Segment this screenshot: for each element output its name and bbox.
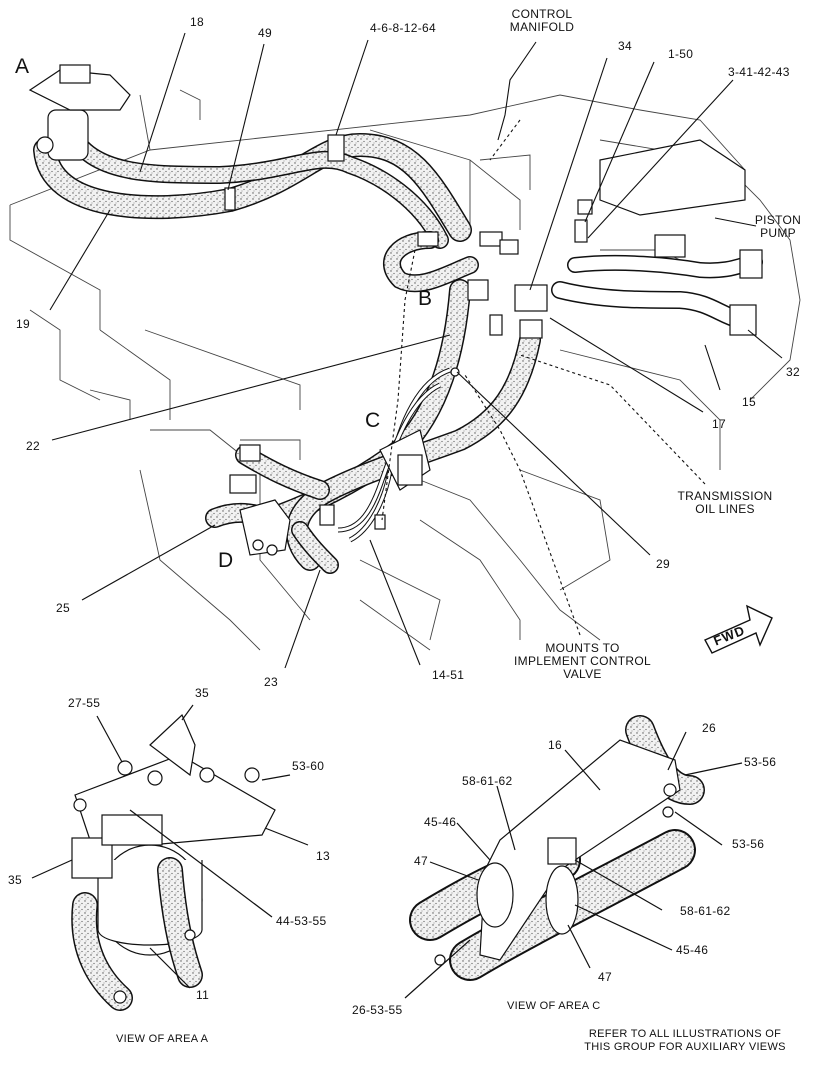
caption-view-of-area-a: VIEW OF AREA A: [116, 1033, 209, 1045]
callout-15: 15: [742, 395, 756, 409]
callout-34: 34: [618, 39, 632, 53]
callout-25: 25: [56, 601, 70, 615]
callout-transmission-oil-lines: TRANSMISSION OIL LINES: [677, 489, 773, 516]
area-label-a: A: [15, 55, 30, 78]
callout-mounts-to-implement-control-valve: MOUNTS TO IMPLEMENT CONTROL VALVE: [514, 641, 651, 681]
callout-49: 49: [258, 26, 272, 40]
callout-26: 26: [702, 721, 716, 735]
callout-piston-pump: PISTON PUMP: [754, 213, 802, 240]
callout-22: 22: [26, 439, 40, 453]
leader-lines: [49, 32, 783, 669]
callout-26-53-55: 26-53-55: [352, 1003, 403, 1017]
callout-16: 16: [548, 738, 562, 752]
callout-58-61-62-upper: 58-61-62: [462, 774, 513, 788]
callout-35-left: 35: [8, 873, 22, 887]
callout-32: 32: [786, 365, 800, 379]
view-area-c-drawing: [404, 715, 743, 999]
callout-13: 13: [316, 849, 330, 863]
callout-3-41-42-43: 3-41-42-43: [728, 65, 790, 79]
callout-47-upper: 47: [414, 854, 428, 868]
fittings: [28, 64, 763, 556]
callout-19: 19: [16, 317, 30, 331]
callout-18: 18: [190, 15, 204, 29]
forward-arrow: [704, 604, 773, 654]
view-area-a-drawing: [31, 704, 309, 1011]
caption-refer-to-all-illustrations: REFER TO ALL ILLUSTRATIONS OF THIS GROUP…: [584, 1028, 786, 1053]
callout-23: 23: [264, 675, 278, 689]
callout-45-46-lower: 45-46: [676, 943, 709, 957]
area-label-b: B: [418, 287, 433, 310]
callout-14-51: 14-51: [432, 668, 465, 682]
callout-1-50: 1-50: [668, 47, 694, 61]
area-label-c: C: [365, 409, 381, 432]
callout-58-61-62-lower: 58-61-62: [680, 904, 731, 918]
callout-29: 29: [656, 557, 670, 571]
callout-17: 17: [712, 417, 726, 431]
callout-44-53-55: 44-53-55: [276, 914, 327, 928]
callout-control-manifold: CONTROL MANIFOLD: [509, 7, 575, 34]
area-label-d: D: [218, 549, 234, 572]
callout-47-lower: 47: [598, 970, 612, 984]
callout-27-55: 27-55: [68, 696, 101, 710]
callout-11: 11: [196, 988, 210, 1002]
callout-4-6-8-12-64: 4-6-8-12-64: [370, 21, 437, 35]
callout-53-60: 53-60: [292, 759, 325, 773]
callout-45-46-upper: 45-46: [424, 815, 457, 829]
callout-53-56-upper: 53-56: [744, 755, 777, 769]
caption-view-of-area-c: VIEW OF AREA C: [507, 1000, 601, 1012]
callout-35-top: 35: [195, 686, 209, 700]
callout-53-56-lower: 53-56: [732, 837, 765, 851]
